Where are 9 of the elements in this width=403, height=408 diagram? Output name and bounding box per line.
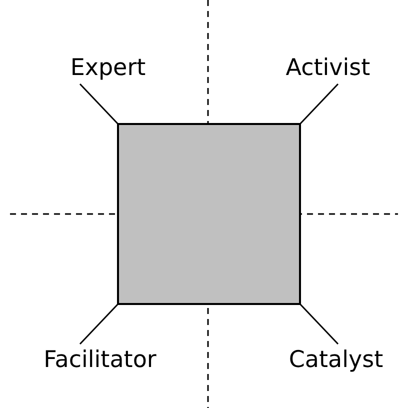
role-label: Activist	[270, 52, 386, 84]
role-label: Expert	[56, 52, 160, 84]
leader-line	[79, 83, 119, 125]
shaded-square	[117, 123, 301, 305]
role-label: Catalyst	[284, 344, 388, 376]
role-label: Facilitator	[30, 344, 170, 376]
leader-line	[299, 83, 339, 125]
leader-line	[299, 303, 339, 345]
leader-line	[79, 303, 119, 345]
